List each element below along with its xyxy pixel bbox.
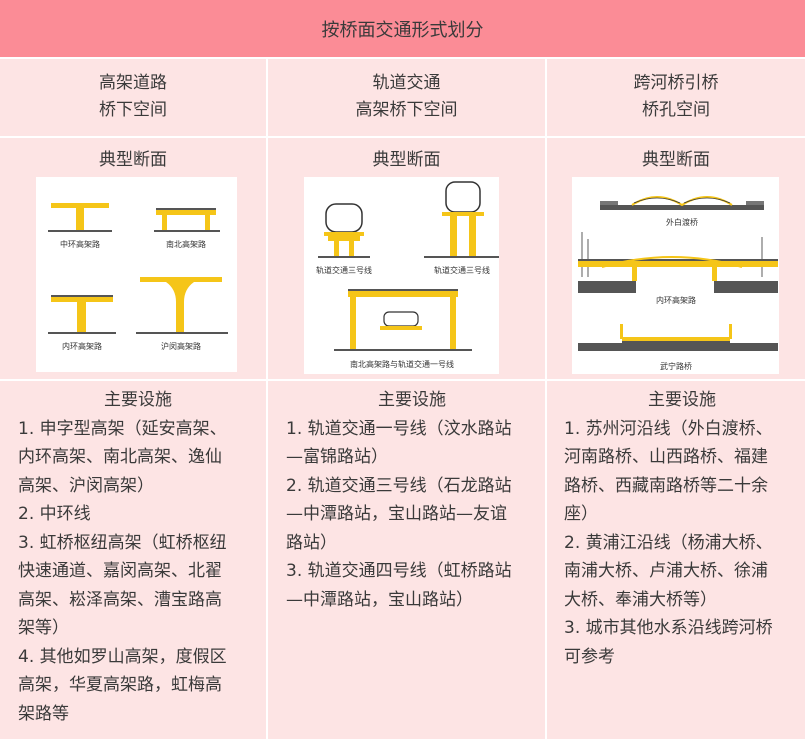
list-item: 快速通道、嘉闵高架、北翟 (18, 561, 222, 581)
divider (0, 136, 805, 138)
section-label: 典型断面 (99, 150, 167, 170)
list-item: 3. 城市其他水系沿线跨河桥 (564, 618, 773, 638)
list-item: 3. 轨道交通四号线（虹桥路站 (286, 561, 512, 581)
list-item: 高架，华夏高架路，虹梅高 (18, 675, 222, 695)
list-item: 3. 虹桥枢纽高架（虹桥枢纽 (18, 532, 227, 553)
list-item: 高架、崧泽高架、漕宝路高 (18, 589, 222, 610)
figure-label: 轨道交通三号线 (316, 265, 372, 275)
facilities-list: 主要设施 1. 轨道交通一号线（汶水路站 —富锦路站） 2. 轨道交通三号线（石… (286, 386, 538, 614)
list-item: 2. 中环线 (18, 504, 91, 524)
facilities-title: 主要设施 (648, 390, 716, 410)
divider (545, 57, 547, 739)
facilities-title: 主要设施 (378, 390, 446, 410)
divider (0, 57, 805, 59)
figure-label: 中环高架路 (60, 239, 100, 249)
list-item: 大桥、奉浦大桥等） (564, 589, 717, 610)
divider (266, 57, 268, 739)
figure-label: 外白渡桥 (666, 217, 698, 227)
list-item: 内环高架、南北高架、逸仙 (18, 447, 222, 467)
list-item: 架路等 (18, 703, 69, 724)
list-item: 2. 黄浦江沿线（杨浦大桥、 (564, 532, 773, 553)
facilities-list: 主要设施 1. 申字型高架（延安高架、 内环高架、南北高架、逸仙 高架、沪闵高架… (18, 386, 258, 728)
elevated-road-cross-sections: 中环高架路 南北高架路 内环高架路 沪闵高架路 (36, 177, 237, 372)
column-header-rail-transit: 轨道交通 高架桥下空间 (268, 70, 545, 124)
list-item: 路站） (286, 532, 337, 553)
header-line: 高架桥下空间 (355, 100, 458, 120)
divider (0, 379, 805, 381)
figure-label: 轨道交通三号线 (434, 265, 490, 275)
header-line: 桥下空间 (99, 100, 167, 120)
list-item: 南浦大桥、卢浦大桥、徐浦 (564, 561, 768, 581)
list-item: 路桥、西藏南路桥等二十余 (564, 475, 768, 496)
list-item: 座） (564, 504, 598, 524)
rail-transit-cross-sections: 轨道交通三号线 轨道交通三号线 南北高架路与轨道交通一号线 (304, 177, 499, 374)
facilities-list: 主要设施 1. 苏州河沿线（外白渡桥、 河南路桥、山西路桥、福建 路桥、西藏南路… (564, 386, 800, 671)
list-item: —中潭路站，宝山路站—友谊 (286, 504, 507, 524)
figure-label: 南北高架路与轨道交通一号线 (350, 359, 454, 369)
table-title: 按桥面交通形式划分 (0, 0, 805, 57)
facilities-title: 主要设施 (104, 390, 172, 410)
figure-label: 沪闵高架路 (161, 341, 201, 351)
section-label: 典型断面 (372, 150, 441, 170)
list-item: 河南路桥、山西路桥、福建 (564, 447, 768, 467)
list-item: 架等） (18, 618, 69, 638)
header-line: 高架道路 (99, 73, 167, 93)
header-line: 桥孔空间 (642, 100, 710, 120)
figure-label: 内环高架路 (656, 295, 696, 305)
list-item: 可参考 (564, 646, 615, 667)
list-item: —富锦路站） (286, 447, 388, 467)
list-item: 1. 申字型高架（延安高架、 (18, 418, 227, 439)
list-item: 2. 轨道交通三号线（石龙路站 (286, 475, 512, 496)
figure-label: 内环高架路 (62, 341, 102, 351)
list-item: 4. 其他如罗山高架，度假区 (18, 646, 227, 667)
section-label: 典型断面 (642, 150, 710, 170)
list-item: —中潭路站，宝山路站） (286, 589, 473, 610)
list-item: 高架、沪闵高架） (18, 475, 154, 496)
river-bridge-cross-sections: 外白渡桥 内环高架路 武宁路桥 (572, 177, 779, 374)
header-line: 轨道交通 (372, 73, 441, 93)
figure-label: 武宁路桥 (660, 361, 692, 371)
column-header-elevated-road: 高架道路 桥下空间 (0, 70, 266, 124)
figure-label: 南北高架路 (166, 239, 206, 249)
header-line: 跨河桥引桥 (633, 73, 719, 93)
list-item: 1. 轨道交通一号线（汶水路站 (286, 418, 512, 439)
column-header-river-bridge: 跨河桥引桥 桥孔空间 (547, 70, 805, 124)
list-item: 1. 苏州河沿线（外白渡桥、 (564, 418, 773, 439)
